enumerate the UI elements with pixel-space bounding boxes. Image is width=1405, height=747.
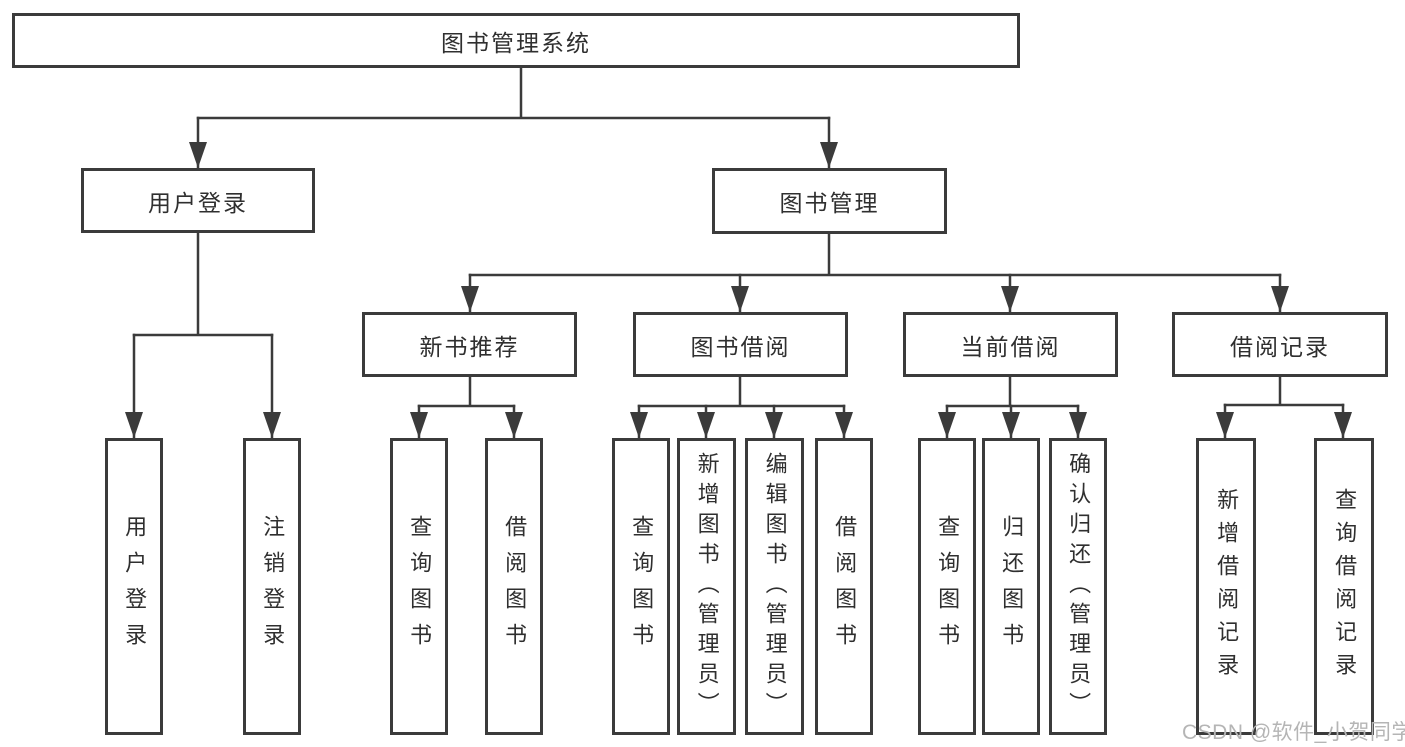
node-borrow-records: 借阅记录 xyxy=(1172,312,1388,377)
node-new-book-recommend: 新书推荐 xyxy=(362,312,577,377)
leaf-nb-borrow-books: 借阅图书 xyxy=(485,438,543,735)
node-book-borrow: 图书借阅 xyxy=(633,312,848,377)
leaf-logout: 注销登录 xyxy=(243,438,301,735)
leaf-cb-return-books: 归还图书 xyxy=(982,438,1040,735)
node-user-login: 用户登录 xyxy=(81,168,315,233)
node-root: 图书管理系统 xyxy=(12,13,1020,68)
connector-buses xyxy=(132,66,1345,408)
leaf-nb-query-books: 查询图书 xyxy=(390,438,448,735)
leaf-cb-confirm-return-admin: 确认归还（管理员） xyxy=(1049,438,1107,735)
leaf-bb-query-books: 查询图书 xyxy=(612,438,670,735)
leaf-bb-add-books-admin: 新增图书（管理员） xyxy=(677,438,736,735)
leaf-br-add-record: 新增借阅记录 xyxy=(1196,438,1256,735)
leaf-cb-query-books: 查询图书 xyxy=(918,438,976,735)
leaf-br-query-record: 查询借阅记录 xyxy=(1314,438,1374,735)
watermark: CSDN @软件_小贺同学 xyxy=(1182,721,1405,744)
leaf-bb-borrow-books: 借阅图书 xyxy=(815,438,873,735)
node-current-borrow: 当前借阅 xyxy=(903,312,1118,377)
leaf-user-login: 用户登录 xyxy=(105,438,163,735)
node-book-management: 图书管理 xyxy=(712,168,947,234)
leaf-bb-edit-books-admin: 编辑图书（管理员） xyxy=(745,438,804,735)
